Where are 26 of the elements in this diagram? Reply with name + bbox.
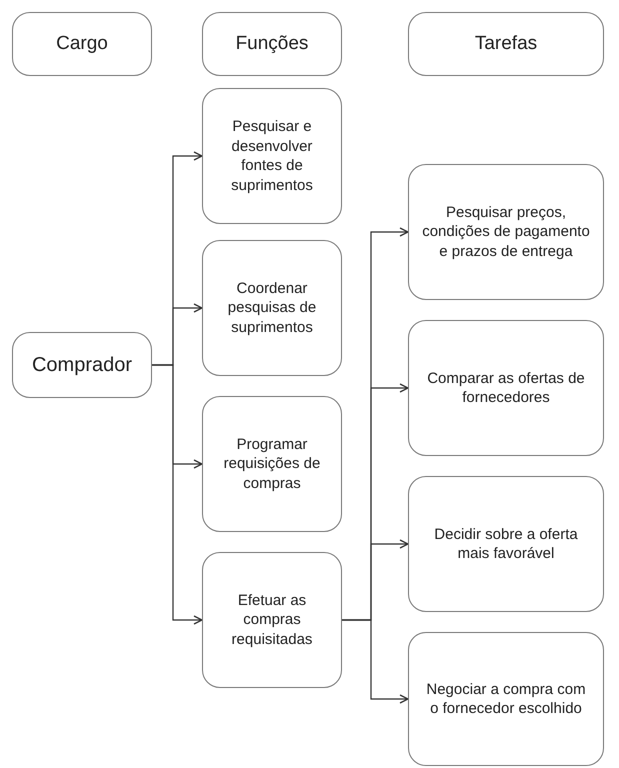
rounded-box [408, 320, 604, 456]
box-text: Programar requisições de compras [222, 434, 322, 494]
arrow [152, 364, 203, 625]
rounded-box [202, 396, 342, 532]
rounded-box [202, 240, 342, 376]
rounded-box [12, 332, 152, 398]
box-text: Pesquisar preços, condições de pagamento e prazos de entrega [421, 202, 591, 262]
box-text: Cargo [56, 32, 108, 56]
rounded-box [202, 552, 342, 688]
rounded-box [408, 476, 604, 612]
box-text: Comprador [32, 353, 132, 378]
rounded-box [202, 12, 342, 76]
box-text: Negociar a compra com o fornecedor escolhido [425, 680, 587, 718]
rounded-box [202, 88, 342, 224]
box-text: Tarefas [474, 32, 538, 56]
box-text: Funções [236, 32, 308, 56]
box-text: Comparar as ofertas de fornecedores [426, 368, 586, 408]
rounded-box [408, 632, 604, 766]
rounded-box [12, 12, 152, 76]
box-text: Coordenar pesquisas de suprimentos [226, 278, 318, 338]
box-text: Decidir sobre a oferta mais favorável [433, 524, 579, 564]
box-text: Pesquisar e desenvolver fontes de suprimentos [230, 117, 314, 195]
rounded-box [408, 164, 604, 300]
box-text: Efetuar as compras requisitadas [230, 590, 314, 650]
arrow [342, 619, 409, 704]
rounded-box [408, 12, 604, 76]
